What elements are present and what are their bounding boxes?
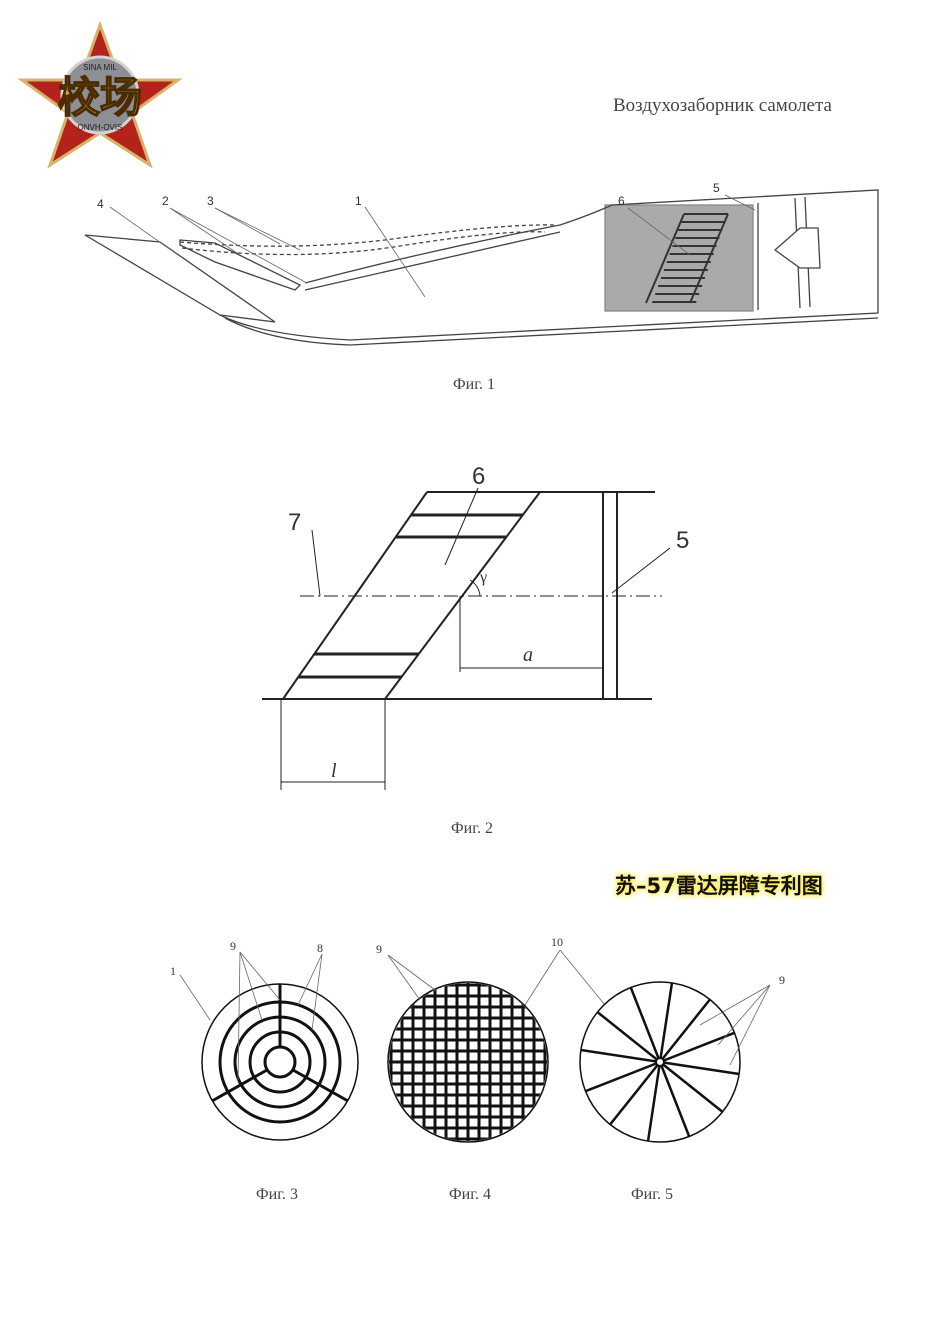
svg-text:l: l [331,760,337,782]
fig3-caption: Фиг. 3 [256,1186,298,1203]
spoke [659,1061,724,1113]
svg-text:4: 4 [97,197,104,211]
fig1-intake-drawing: 4 2 3 1 6 5 [84,181,879,346]
blocker-grid-6 [645,213,729,304]
svg-text:1: 1 [355,194,362,208]
svg-text:9: 9 [230,939,236,953]
spoke [658,982,674,1063]
fig5-radial-blocker: 9 [579,973,785,1143]
svg-text:6: 6 [618,194,625,208]
spoke [659,1060,740,1076]
svg-text:ONVH-OVIS: ONVH-OVIS [78,123,123,132]
svg-text:10: 10 [551,935,563,949]
svg-text:1: 1 [170,964,176,978]
spoke [659,1031,735,1064]
document-title: Воздухозаборник самолета [613,95,832,116]
spoke [629,987,662,1063]
chinese-caption: 苏–57雷达屏障专利图 [615,874,823,898]
svg-text:6: 6 [472,463,485,490]
fig4-caption: Фиг. 4 [449,1186,491,1203]
hatch-edge [689,213,729,304]
svg-text:2: 2 [162,194,169,208]
svg-text:7: 7 [288,509,301,536]
svg-text:γ: γ [479,569,487,586]
spoke [585,1060,661,1093]
fig2-caption: Фиг. 2 [451,820,493,837]
spoke [658,1061,691,1137]
svg-text:5: 5 [713,181,720,195]
svg-text:5: 5 [676,527,689,554]
spoke [646,1061,662,1142]
spoke [659,998,711,1063]
fig1-caption: Фиг. 1 [453,376,495,393]
fig5-caption: Фиг. 5 [631,1186,673,1203]
spoke [580,1048,661,1064]
fig4-grid-blocker: 9 10 [376,935,606,1143]
spoke [609,1061,661,1126]
svg-text:SINA MIL: SINA MIL [83,63,117,72]
spoke [596,1011,661,1063]
svg-text:9: 9 [779,973,785,987]
svg-text:8: 8 [317,941,323,955]
radar-blocker-zone [604,204,754,312]
hatch-edge [645,213,685,304]
radial-spokes [580,982,740,1142]
sina-mil-logo: 校场 SINA MIL ONVH-OVIS [17,20,183,169]
fig2-blocker-section: 7 6 5 γ a l [262,463,689,790]
svg-text:3: 3 [207,194,214,208]
svg-text:校场: 校场 [58,73,142,122]
svg-text:9: 9 [376,942,382,956]
svg-text:a: a [523,644,533,666]
fig3-concentric-blocker: 1 9 8 [170,939,359,1141]
